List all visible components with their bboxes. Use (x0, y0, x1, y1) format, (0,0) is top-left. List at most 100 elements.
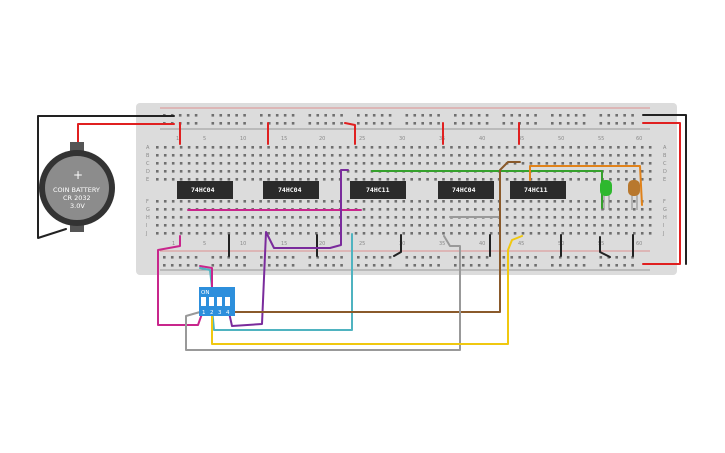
breadboard-hole[interactable] (521, 178, 525, 181)
breadboard-hole[interactable] (203, 224, 207, 227)
breadboard-hole[interactable] (259, 162, 262, 165)
breadboard-hole[interactable] (623, 114, 626, 117)
breadboard-hole[interactable] (617, 170, 620, 173)
breadboard-hole[interactable] (558, 122, 562, 125)
breadboard-hole[interactable] (163, 224, 167, 227)
breadboard-hole[interactable] (211, 154, 215, 157)
breadboard-hole[interactable] (437, 264, 440, 267)
breadboard-hole[interactable] (582, 264, 586, 267)
breadboard-hole[interactable] (378, 162, 382, 165)
breadboard-hole[interactable] (346, 232, 350, 235)
wire-gray-dip[interactable] (185, 235, 461, 351)
breadboard-hole[interactable] (275, 256, 279, 259)
breadboard-hole[interactable] (450, 224, 453, 227)
breadboard-hole[interactable] (577, 146, 580, 149)
breadboard-hole[interactable] (585, 162, 588, 165)
breadboard-hole[interactable] (569, 178, 572, 181)
wire-black-battery[interactable] (37, 115, 175, 239)
breadboard-hole[interactable] (388, 122, 392, 125)
breadboard-hole[interactable] (179, 200, 183, 203)
breadboard-hole[interactable] (609, 178, 612, 181)
breadboard-hole[interactable] (322, 232, 326, 235)
breadboard-hole[interactable] (362, 170, 366, 173)
breadboard-hole[interactable] (585, 200, 588, 203)
breadboard-hole[interactable] (179, 162, 183, 165)
breadboard-hole[interactable] (648, 200, 652, 203)
breadboard-hole[interactable] (235, 122, 238, 125)
dip-toggle-4[interactable] (225, 297, 230, 306)
breadboard-hole[interactable] (631, 114, 634, 117)
breadboard-hole[interactable] (513, 178, 517, 181)
breadboard-hole[interactable] (434, 216, 437, 219)
breadboard-hole[interactable] (267, 232, 270, 235)
breadboard-hole[interactable] (330, 224, 334, 227)
breadboard-hole[interactable] (354, 162, 358, 165)
breadboard-hole[interactable] (370, 216, 374, 219)
breadboard-hole[interactable] (243, 256, 246, 259)
breadboard-hole[interactable] (553, 146, 557, 149)
breadboard-hole[interactable] (299, 224, 302, 227)
breadboard-hole[interactable] (179, 232, 183, 235)
breadboard-hole[interactable] (561, 146, 565, 149)
breadboard-hole[interactable] (324, 122, 327, 125)
breadboard-hole[interactable] (307, 224, 310, 227)
breadboard-hole[interactable] (510, 114, 514, 117)
breadboard-hole[interactable] (219, 264, 223, 267)
breadboard-hole[interactable] (195, 224, 199, 227)
breadboard-hole[interactable] (450, 232, 453, 235)
breadboard-hole[interactable] (461, 122, 465, 125)
breadboard-hole[interactable] (179, 154, 183, 157)
breadboard-hole[interactable] (426, 208, 429, 211)
breadboard-hole[interactable] (481, 178, 485, 181)
breadboard-hole[interactable] (203, 146, 207, 149)
breadboard-hole[interactable] (458, 146, 461, 149)
breadboard-hole[interactable] (187, 232, 191, 235)
breadboard-hole[interactable] (489, 224, 493, 227)
breadboard-hole[interactable] (458, 224, 461, 227)
breadboard-hole[interactable] (521, 146, 525, 149)
breadboard-hole[interactable] (617, 146, 620, 149)
chip-5[interactable]: 74HC11 (510, 181, 566, 199)
breadboard-hole[interactable] (267, 154, 270, 157)
breadboard-hole[interactable] (553, 162, 557, 165)
breadboard-hole[interactable] (378, 216, 382, 219)
breadboard-hole[interactable] (633, 178, 636, 181)
breadboard-hole[interactable] (370, 224, 374, 227)
breadboard-hole[interactable] (378, 200, 382, 203)
breadboard-hole[interactable] (235, 224, 239, 227)
breadboard-hole[interactable] (521, 208, 525, 211)
breadboard-hole[interactable] (219, 232, 223, 235)
breadboard-hole[interactable] (156, 200, 159, 203)
breadboard-hole[interactable] (437, 122, 440, 125)
breadboard-hole[interactable] (362, 146, 366, 149)
breadboard-hole[interactable] (307, 146, 310, 149)
breadboard-hole[interactable] (434, 162, 437, 165)
breadboard-hole[interactable] (324, 264, 327, 267)
breadboard-hole[interactable] (259, 146, 262, 149)
wire-red-battery[interactable] (77, 123, 175, 151)
breadboard-hole[interactable] (609, 232, 612, 235)
breadboard-hole[interactable] (593, 146, 596, 149)
breadboard-hole[interactable] (545, 232, 549, 235)
breadboard-hole[interactable] (195, 170, 199, 173)
breadboard-hole[interactable] (227, 178, 231, 181)
breadboard-hole[interactable] (283, 264, 287, 267)
breadboard-hole[interactable] (413, 264, 417, 267)
breadboard-hole[interactable] (354, 170, 358, 173)
breadboard-hole[interactable] (623, 122, 626, 125)
breadboard-hole[interactable] (505, 178, 509, 181)
breadboard-hole[interactable] (577, 200, 580, 203)
breadboard-hole[interactable] (211, 114, 215, 117)
breadboard-hole[interactable] (187, 170, 191, 173)
breadboard-hole[interactable] (426, 162, 429, 165)
breadboard-hole[interactable] (186, 122, 190, 125)
breadboard-hole[interactable] (307, 162, 310, 165)
breadboard-hole[interactable] (561, 208, 565, 211)
breadboard-hole[interactable] (601, 162, 604, 165)
breadboard-hole[interactable] (458, 208, 461, 211)
breadboard-hole[interactable] (502, 264, 506, 267)
breadboard-hole[interactable] (489, 200, 493, 203)
breadboard-hole[interactable] (163, 232, 167, 235)
breadboard-hole[interactable] (521, 216, 525, 219)
breadboard-hole[interactable] (502, 122, 506, 125)
